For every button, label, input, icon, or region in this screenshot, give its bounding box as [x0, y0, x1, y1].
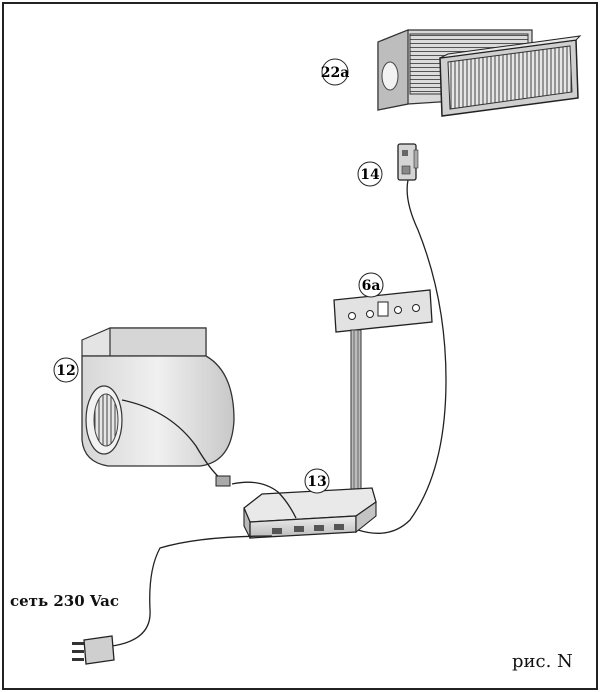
- callout-14: 14: [357, 161, 383, 187]
- callout-13-text: 13: [307, 474, 326, 490]
- power-label: сеть 230 Vac: [10, 592, 119, 610]
- controller-13: [243, 487, 377, 539]
- callout-12: 12: [53, 357, 79, 383]
- sensor-14: [397, 143, 419, 181]
- grille-unit-22a: [377, 29, 582, 117]
- callout-12-text: 12: [56, 363, 75, 379]
- control-panel-6a: [333, 289, 433, 503]
- callout-22a-text: 22a: [321, 65, 350, 81]
- callout-13: 13: [304, 468, 330, 494]
- callout-6a-text: 6a: [362, 278, 381, 294]
- callout-6a: 6a: [358, 272, 384, 298]
- blower-fan-12: [81, 327, 235, 467]
- mains-plug: [72, 635, 115, 665]
- fan-connector: [215, 475, 231, 487]
- figure-caption: рис. N: [512, 651, 573, 672]
- callout-14-text: 14: [360, 167, 380, 183]
- callout-22a: 22a: [321, 58, 350, 86]
- wiring: [111, 179, 447, 647]
